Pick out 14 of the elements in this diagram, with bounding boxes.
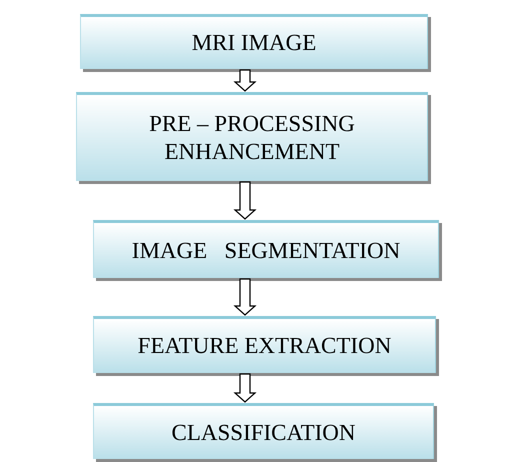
block-arrow — [233, 278, 257, 316]
box-label: PRE – PROCESSING ENHANCEMENT — [148, 110, 356, 166]
block-arrow — [233, 181, 257, 220]
process-box — [93, 403, 434, 459]
box-label: MRI IMAGE — [190, 29, 318, 57]
process-box — [76, 92, 428, 181]
box-label: IMAGE SEGMENTATION — [130, 236, 402, 264]
process-box — [93, 316, 436, 373]
process-box — [93, 220, 439, 278]
process-box — [80, 14, 428, 69]
block-arrow — [233, 69, 257, 92]
block-arrow — [233, 373, 257, 403]
box-label: CLASSIFICATION — [170, 418, 357, 446]
box-label: FEATURE EXTRACTION — [136, 332, 392, 360]
